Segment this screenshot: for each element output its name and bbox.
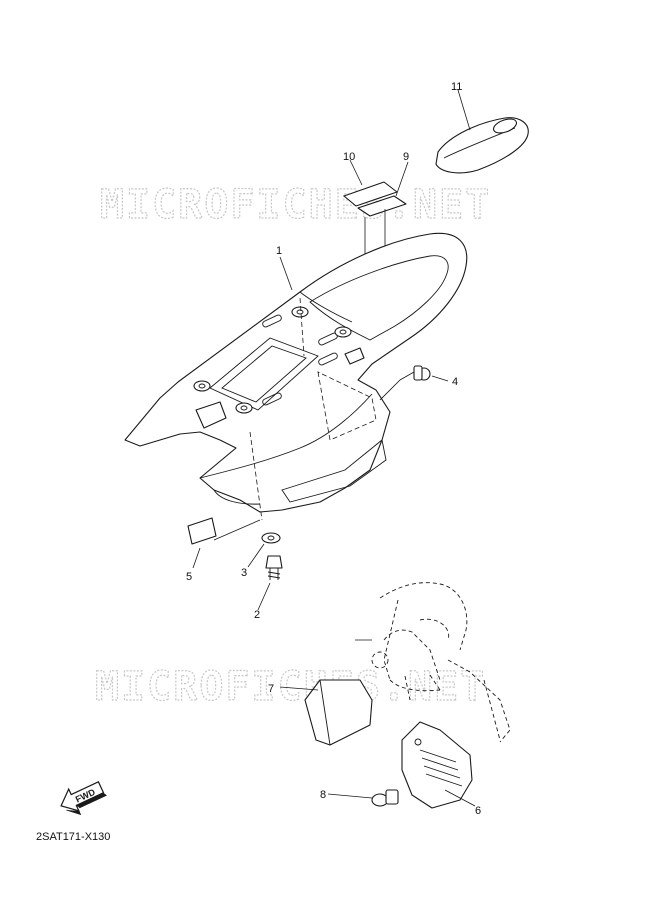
part-3-washer [261, 532, 281, 544]
callout-2: 2 [254, 609, 260, 621]
part-6-vent-cover [401, 721, 473, 809]
part-4-bolt [413, 365, 431, 381]
part-11-seat-pad [435, 117, 529, 174]
diagram-code: 2SAT171-X130 [36, 831, 110, 843]
callout-8: 8 [320, 789, 326, 801]
callout-6: 6 [475, 805, 481, 817]
callout-1: 1 [276, 245, 282, 257]
fwd-arrow-icon: FWD [60, 781, 107, 816]
leader-lines [192, 89, 476, 807]
watermark-top: MICROFICHES.NET [100, 182, 491, 228]
frame-ghost [371, 582, 511, 743]
part-8-screw [371, 789, 399, 807]
part-7-side-cover [304, 679, 373, 746]
callout-4: 4 [452, 376, 458, 388]
part-1-rear-fender [124, 232, 468, 521]
callout-10: 10 [343, 151, 355, 163]
callout-11: 11 [451, 81, 462, 93]
part-9-label [357, 195, 407, 217]
callout-9: 9 [403, 151, 409, 163]
callout-5: 5 [186, 571, 192, 583]
part-5-damper [187, 517, 217, 545]
callout-3: 3 [241, 567, 247, 579]
part-2-bolt [265, 555, 283, 580]
callout-7: 7 [268, 683, 274, 695]
watermark-bottom: MICROFICHES.NET [95, 664, 486, 710]
